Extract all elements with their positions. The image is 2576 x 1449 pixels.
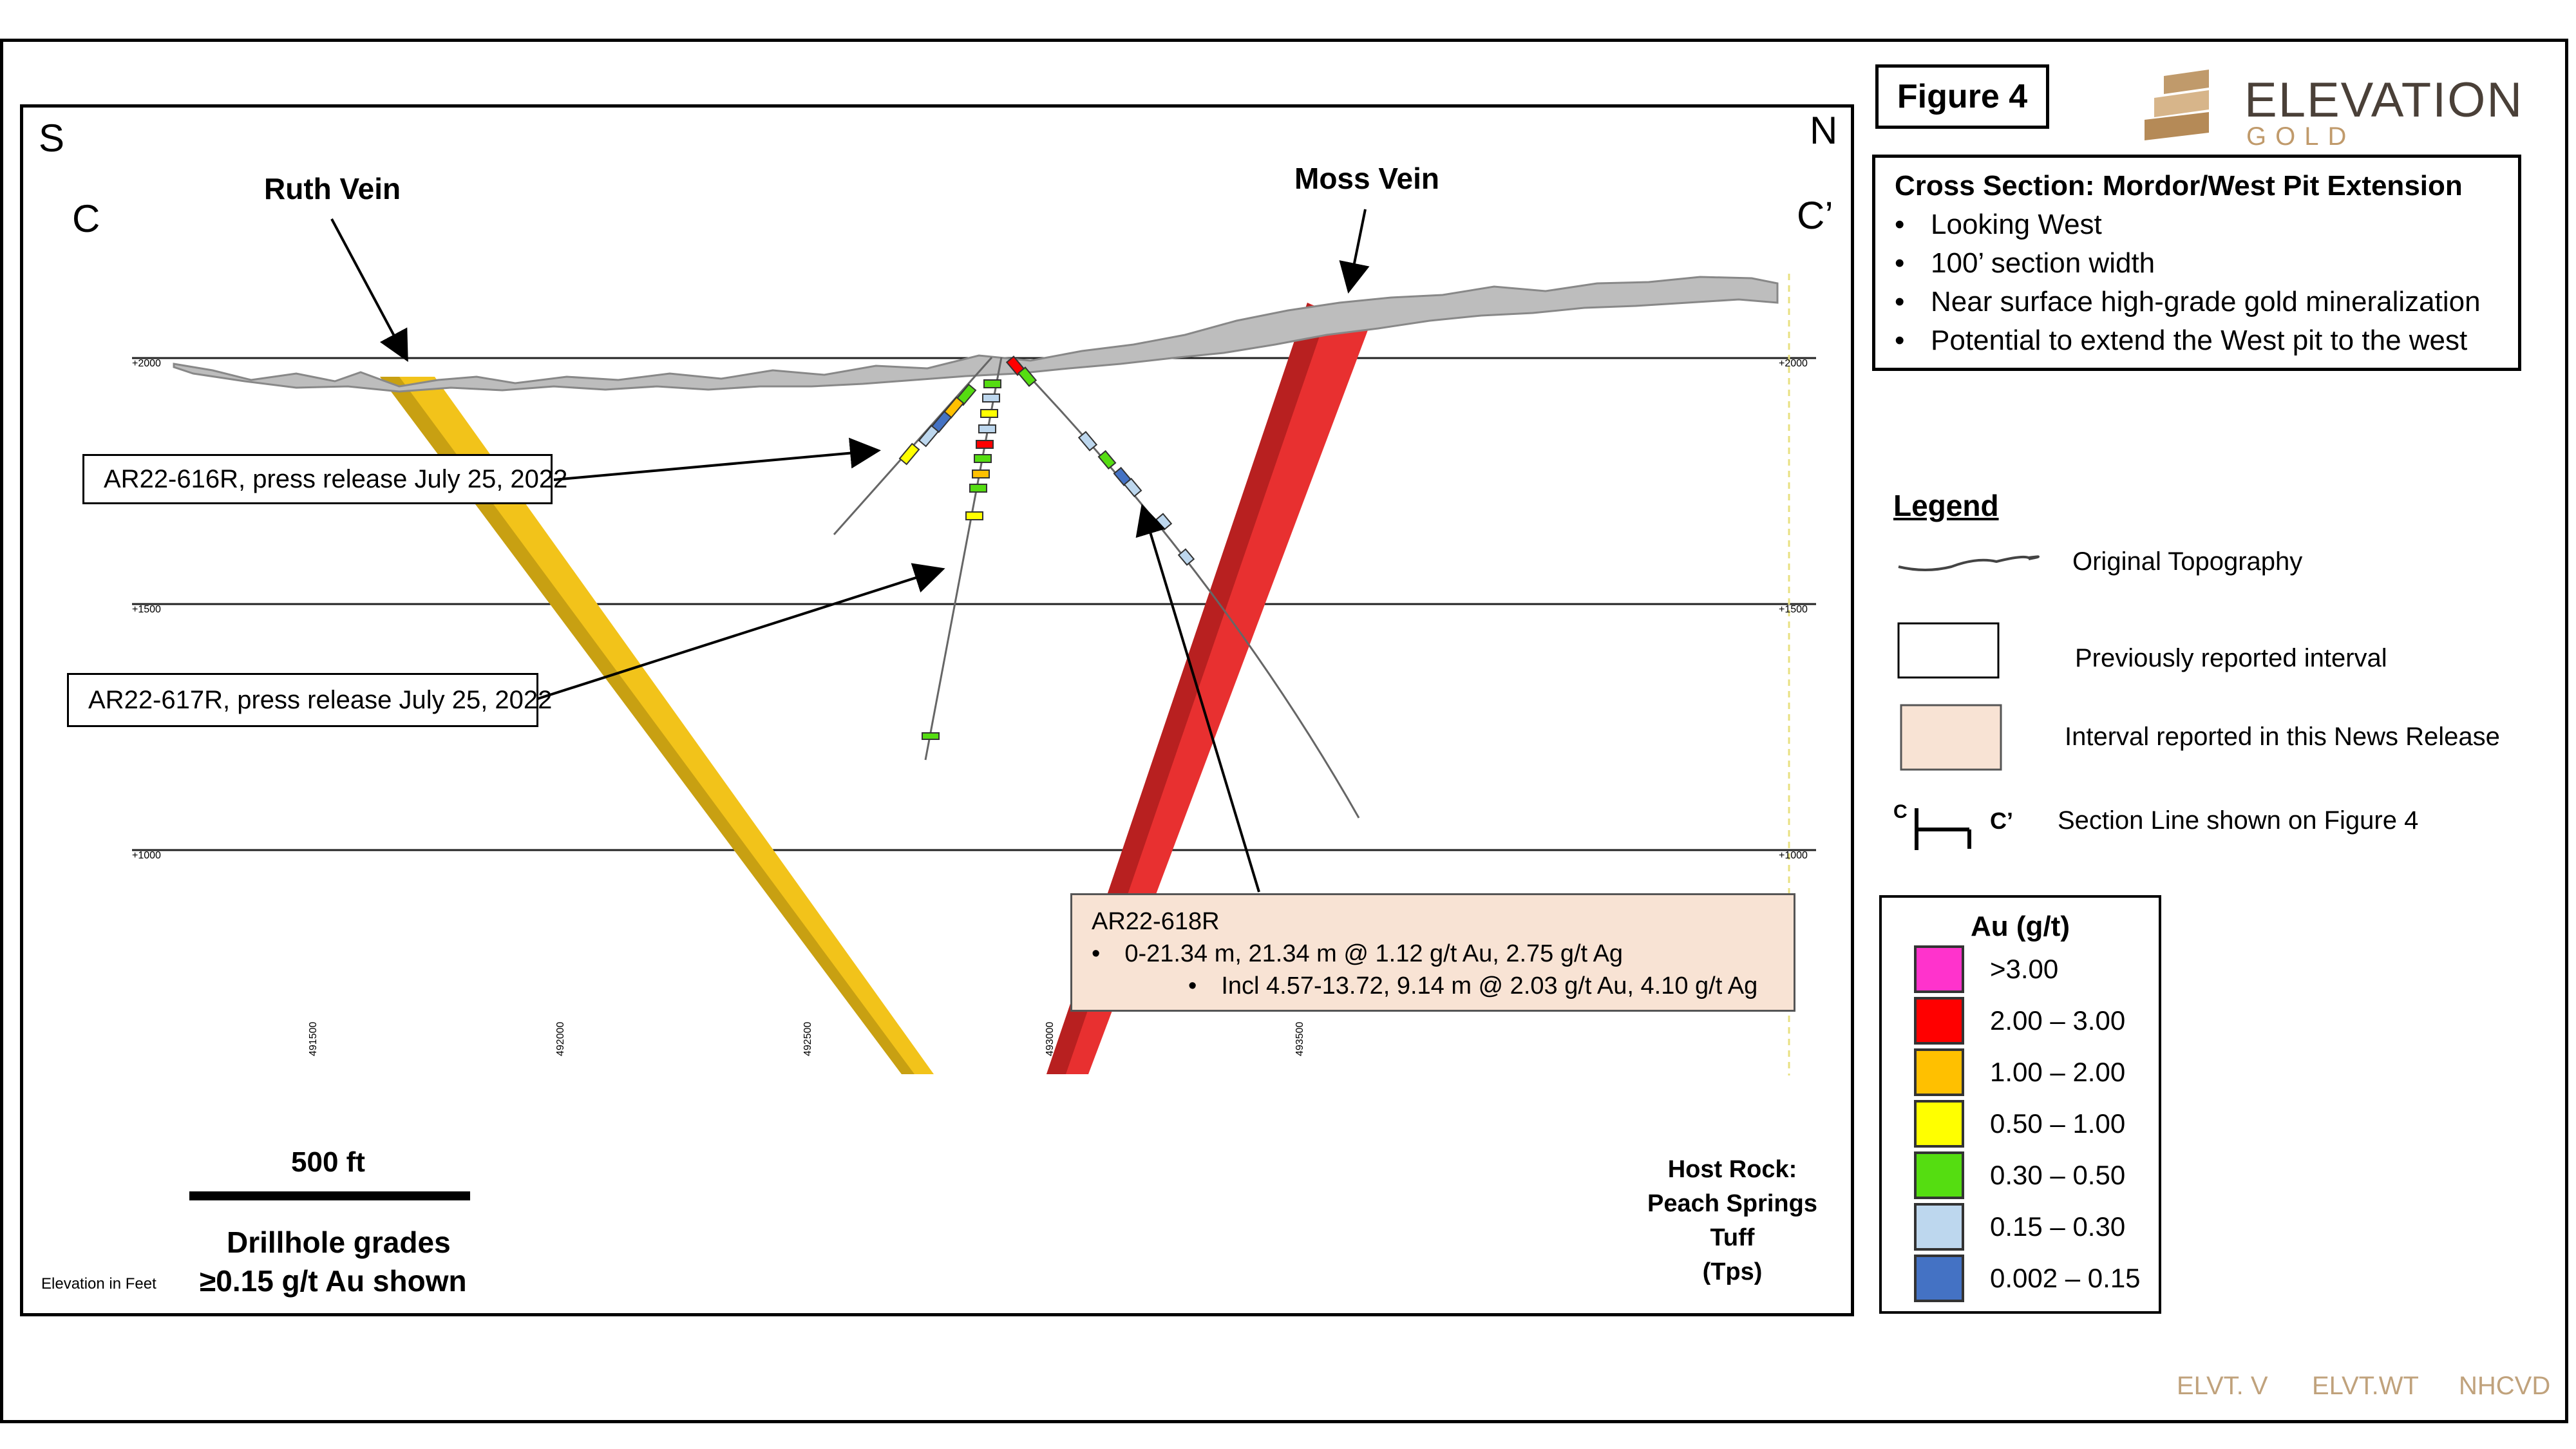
grade-intervals-617r xyxy=(922,379,1001,740)
info-bullet: •Looking West xyxy=(1895,209,2102,240)
grade-color-swatch xyxy=(1914,1100,1964,1148)
easting-label: 491500 xyxy=(308,1021,319,1056)
elevation-logo-mark xyxy=(2145,70,2209,140)
grade-legend: Au (g/t) >3.00 2.00 – 3.00 1.00 – 2.00 0.50… xyxy=(1879,895,2161,1314)
ar618-line2: •Incl 4.57-13.72, 9.14 m @ 2.03 g/t Au, … xyxy=(1188,972,1758,999)
grade-range-label: 2.00 – 3.00 xyxy=(1990,1005,2126,1036)
easting-label: 493000 xyxy=(1045,1021,1056,1056)
easting-label: 492500 xyxy=(802,1021,813,1056)
ruth-vein-label: Ruth Vein xyxy=(264,172,401,205)
grade-legend-row: 2.00 – 3.00 xyxy=(1914,996,2125,1046)
ar617-arrow xyxy=(537,563,945,700)
legend-section-line: Section Line shown on Figure 4 xyxy=(2058,806,2419,835)
elev-label-right-1000: +1000 xyxy=(1779,850,1808,861)
cross-section-frame xyxy=(20,104,1854,1316)
elev-label-right-1500: +1500 xyxy=(1779,604,1808,615)
grade-legend-row: 0.15 – 0.30 xyxy=(1914,1202,2125,1252)
callout-ar22-616r: AR22-616R, press release July 25, 2022 xyxy=(82,454,567,504)
grade-legend-row: 0.30 – 0.50 xyxy=(1914,1150,2125,1200)
callout-ar22-618r: AR22-618R •0-21.34 m, 21.34 m @ 1.12 g/t… xyxy=(1070,893,1795,1012)
section-line-symbol xyxy=(1915,808,1971,850)
grade-legend-title: Au (g/t) xyxy=(1971,911,2070,942)
grade-range-label: 1.00 – 2.00 xyxy=(1990,1057,2126,1087)
info-bullet: •100’ section width xyxy=(1895,247,2155,279)
legend-title: Legend xyxy=(1893,489,1999,522)
legend-news-interval: Interval reported in this News Release xyxy=(2065,723,2500,751)
figure-label: Figure 4 xyxy=(1875,64,2049,129)
section-line-symbol-c-prime: C’ xyxy=(1990,808,2013,834)
compass-south: S xyxy=(39,117,65,160)
ruth-vein-arrow xyxy=(330,218,408,363)
ticker-nhcvd: NHCVD xyxy=(2459,1372,2551,1400)
ar616-arrow xyxy=(553,437,881,481)
grade-legend-row: 1.00 – 2.00 xyxy=(1914,1047,2125,1097)
grade-legend-row: 0.002 – 0.15 xyxy=(1914,1253,2141,1303)
moss-vein-arrow xyxy=(1339,209,1370,294)
drillhole-grades-note: Drillhole grades xyxy=(227,1226,451,1259)
ruth-vein-shade xyxy=(380,377,914,1074)
grade-color-swatch xyxy=(1914,1151,1964,1199)
figure-frame xyxy=(0,39,2568,1423)
section-line-c: C xyxy=(72,197,100,240)
callout-ar22-617r: AR22-617R, press release July 25, 2022 xyxy=(67,673,552,727)
moss-vein-label: Moss Vein xyxy=(1294,162,1439,195)
grade-color-swatch xyxy=(1914,945,1964,993)
info-bullet: •Near surface high-grade gold mineraliza… xyxy=(1895,286,2481,317)
elev-label-left-1000: +1000 xyxy=(132,850,161,861)
elev-label-right-2000: +2000 xyxy=(1779,358,1808,369)
moss-vein-shade xyxy=(1046,303,1327,1074)
ticker-elvt-wt: ELVT.WT xyxy=(2312,1372,2419,1400)
ar618-line1: •0-21.34 m, 21.34 m @ 1.12 g/t Au, 2.75 … xyxy=(1092,940,1624,967)
grade-color-swatch xyxy=(1914,1048,1964,1096)
elev-label-left-1500: +1500 xyxy=(132,604,161,615)
topography-surface xyxy=(173,276,1779,393)
section-line-c-prime: C’ xyxy=(1797,194,1833,237)
grade-color-swatch xyxy=(1914,1203,1964,1251)
logo-wordmark: ELEVATION xyxy=(2244,73,2524,128)
elev-label-left-2000: +2000 xyxy=(132,358,161,369)
grade-range-label: 0.002 – 0.15 xyxy=(1990,1263,2141,1293)
elevation-units-note: Elevation in Feet xyxy=(41,1275,156,1293)
grade-range-label: 0.30 – 0.50 xyxy=(1990,1160,2126,1190)
ticker-elvt-v: ELVT. V xyxy=(2177,1372,2268,1400)
grade-range-label: 0.50 – 1.00 xyxy=(1990,1108,2126,1139)
grade-intervals-616r xyxy=(898,383,977,466)
legend-topography: Original Topography xyxy=(2072,547,2303,576)
info-bullet: •Potential to extend the West pit to the… xyxy=(1895,325,2468,356)
grade-intervals-618r xyxy=(1005,355,1195,566)
scale-bar xyxy=(189,1191,470,1200)
host-rock-note: Host Rock: Peach Springs Tuff (Tps) xyxy=(1647,1156,1817,1285)
grade-color-swatch xyxy=(1914,997,1964,1045)
grade-range-label: 0.15 – 0.30 xyxy=(1990,1211,2126,1242)
previous-interval-symbol xyxy=(1897,622,2000,679)
grade-color-swatch xyxy=(1914,1255,1964,1302)
ar618-arrow xyxy=(1135,504,1260,893)
grade-legend-row: 0.50 – 1.00 xyxy=(1914,1099,2125,1149)
compass-north: N xyxy=(1810,109,1838,152)
news-release-interval-symbol xyxy=(1900,704,2002,771)
easting-label: 492000 xyxy=(555,1021,566,1056)
grade-range-label: >3.00 xyxy=(1990,954,2059,984)
grade-threshold-note: ≥0.15 g/t Au shown xyxy=(200,1264,467,1298)
topography-legend-symbol xyxy=(1898,555,2040,571)
logo-subword: GOLD xyxy=(2246,122,2356,151)
drillhole-ar22-618r xyxy=(1010,356,1360,819)
legend-previous-interval: Previously reported interval xyxy=(2075,644,2387,672)
grade-legend-row: >3.00 xyxy=(1914,944,2058,994)
scale-label: 500 ft xyxy=(291,1146,365,1178)
section-line-symbol-c: C xyxy=(1893,801,1908,822)
ar618-title: AR22-618R xyxy=(1092,908,1220,935)
easting-label: 493500 xyxy=(1294,1021,1305,1056)
section-info-box: Cross Section: Mordor/West Pit Extension… xyxy=(1872,155,2521,371)
info-title: Cross Section: Mordor/West Pit Extension xyxy=(1895,170,2463,202)
